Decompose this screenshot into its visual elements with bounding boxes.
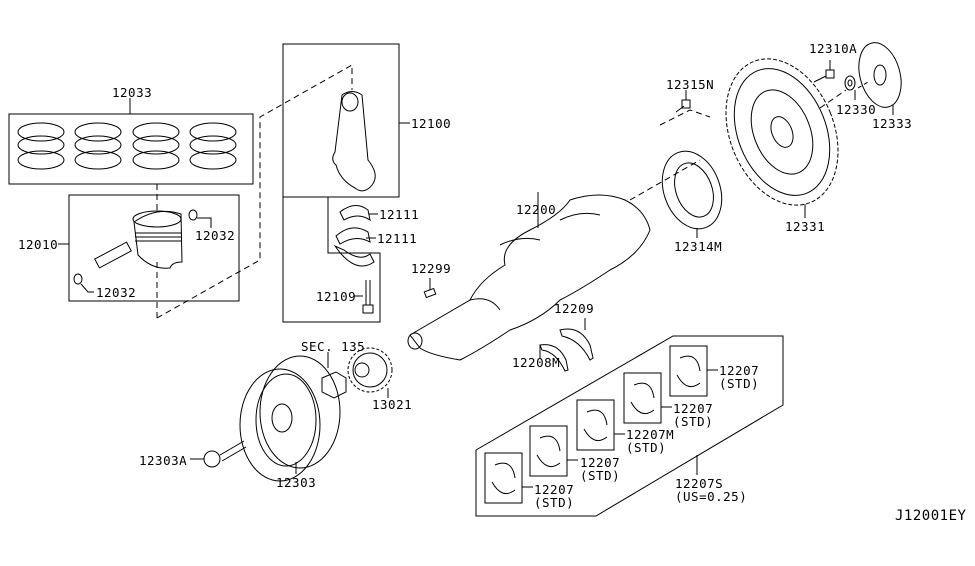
flywheel-group [675, 42, 902, 218]
dashed-guide-piston-rod [156, 64, 353, 319]
bearing-size-note: (STD) [580, 468, 621, 483]
clip-upper [188, 209, 198, 221]
ring-set-3 [132, 122, 180, 170]
label-sec-135[interactable]: SEC. 135 [301, 339, 366, 354]
label-rod-bolt[interactable]: 12109 [316, 289, 357, 304]
label-flywheel[interactable]: 12331 [785, 219, 826, 234]
label-crank-sprocket[interactable]: 13021 [372, 397, 413, 412]
connecting-rod-box [282, 43, 400, 198]
signal-plate [661, 150, 723, 230]
label-main-bearing-2[interactable]: 12207(STD) [580, 456, 620, 482]
bearing-size-note: (STD) [673, 414, 714, 429]
piston-group [58, 184, 240, 318]
pilot-bushing [819, 75, 856, 109]
connecting-rod-group [282, 43, 410, 323]
label-woodruff-key[interactable]: 12299 [411, 261, 452, 276]
label-signal-plate[interactable]: 12314M [674, 239, 723, 254]
piston-box [68, 194, 240, 302]
piston-rings-group [8, 98, 254, 185]
reinforce-plate [857, 42, 902, 115]
label-piston-rings[interactable]: 12033 [112, 85, 153, 100]
thrust-washer-m [539, 344, 569, 372]
label-main-bearing-4[interactable]: 12207(STD) [673, 402, 713, 428]
label-flywheel-bolt-n[interactable]: 12315N [666, 77, 715, 92]
label-pilot-bushing[interactable]: 12330 [836, 102, 877, 117]
bearing-box-3 [576, 399, 625, 451]
ring-set-2 [74, 122, 122, 170]
label-flywheel-bolt-a[interactable]: 12310A [809, 41, 858, 56]
label-main-bearing-1[interactable]: 12207(STD) [534, 483, 574, 509]
label-piston-assy[interactable]: 12010 [18, 237, 59, 252]
label-reinforce-plate[interactable]: 12333 [872, 116, 913, 131]
bearing-part-number: 12207M [626, 427, 675, 442]
bearing-size-note: (STD) [534, 495, 575, 510]
collar [321, 371, 347, 399]
rod-bearing-lower [335, 227, 371, 245]
label-rod-bearing-lower[interactable]: 12111 [377, 231, 418, 246]
sprocket-group [321, 347, 393, 399]
rod-cap [333, 244, 375, 267]
label-crank-pulley[interactable]: 12303 [276, 475, 317, 490]
label-piston-pin-clip-upper[interactable]: 12032 [195, 228, 236, 243]
ring-set-1 [17, 122, 65, 170]
label-crankshaft[interactable]: 12200 [516, 202, 557, 217]
bearing-size-note: (STD) [719, 376, 760, 391]
bearing-box-5 [669, 345, 718, 397]
thrust-washer [559, 328, 594, 361]
bearing-size-note: (STD) [626, 440, 667, 455]
flywheel-bolt-n [675, 90, 691, 113]
piston-rings-box [8, 113, 254, 185]
rod-bearing-upper [339, 205, 371, 222]
clip-lower [73, 273, 83, 285]
flywheel-bolt-a [813, 60, 835, 83]
thrust-washers [539, 318, 594, 372]
label-main-bearing-5[interactable]: 12207(STD) [719, 364, 759, 390]
label-thrust-washer-m[interactable]: 12208M [512, 355, 561, 370]
piston [133, 210, 183, 269]
diagram-id: J12001EY [895, 508, 967, 524]
pulley-bolt [190, 440, 247, 468]
bearing-part-number: 12207 [719, 363, 760, 378]
crankshaft-group [407, 159, 701, 361]
piston-pin [94, 241, 132, 269]
ring-set-4 [189, 122, 237, 170]
label-piston-pin-clip-lower[interactable]: 12032 [96, 285, 137, 300]
bearing-part-number: 12207 [580, 455, 621, 470]
flywheel [725, 58, 839, 206]
crank-pulley-group [190, 355, 341, 482]
bearing-box-2 [529, 425, 578, 477]
label-thrust-washer[interactable]: 12209 [554, 301, 595, 316]
bearing-box-1 [484, 452, 533, 504]
crank-pulley [239, 368, 321, 482]
crank-sprocket [347, 347, 393, 393]
bearing-set-size-note: (US=0.25) [675, 489, 748, 504]
label-main-bearing-set[interactable]: 12207S(US=0.25) [675, 477, 747, 503]
label-rod-bearing-upper[interactable]: 12111 [379, 207, 420, 222]
label-pulley-bolt[interactable]: 12303A [139, 453, 188, 468]
main-bearing-set [475, 335, 784, 517]
bearing-set-part-number: 12207S [675, 476, 724, 491]
bearing-box-4 [623, 372, 672, 424]
bearing-part-number: 12207 [534, 482, 575, 497]
signal-plate-group [659, 109, 723, 238]
label-connecting-rod[interactable]: 12100 [411, 116, 452, 131]
label-main-bearing-3[interactable]: 12207M(STD) [626, 428, 674, 454]
main-bearing-set-outline [475, 335, 784, 517]
crankshaft [409, 194, 651, 361]
bearing-part-number: 12207 [673, 401, 714, 416]
connecting-rod [332, 91, 376, 192]
